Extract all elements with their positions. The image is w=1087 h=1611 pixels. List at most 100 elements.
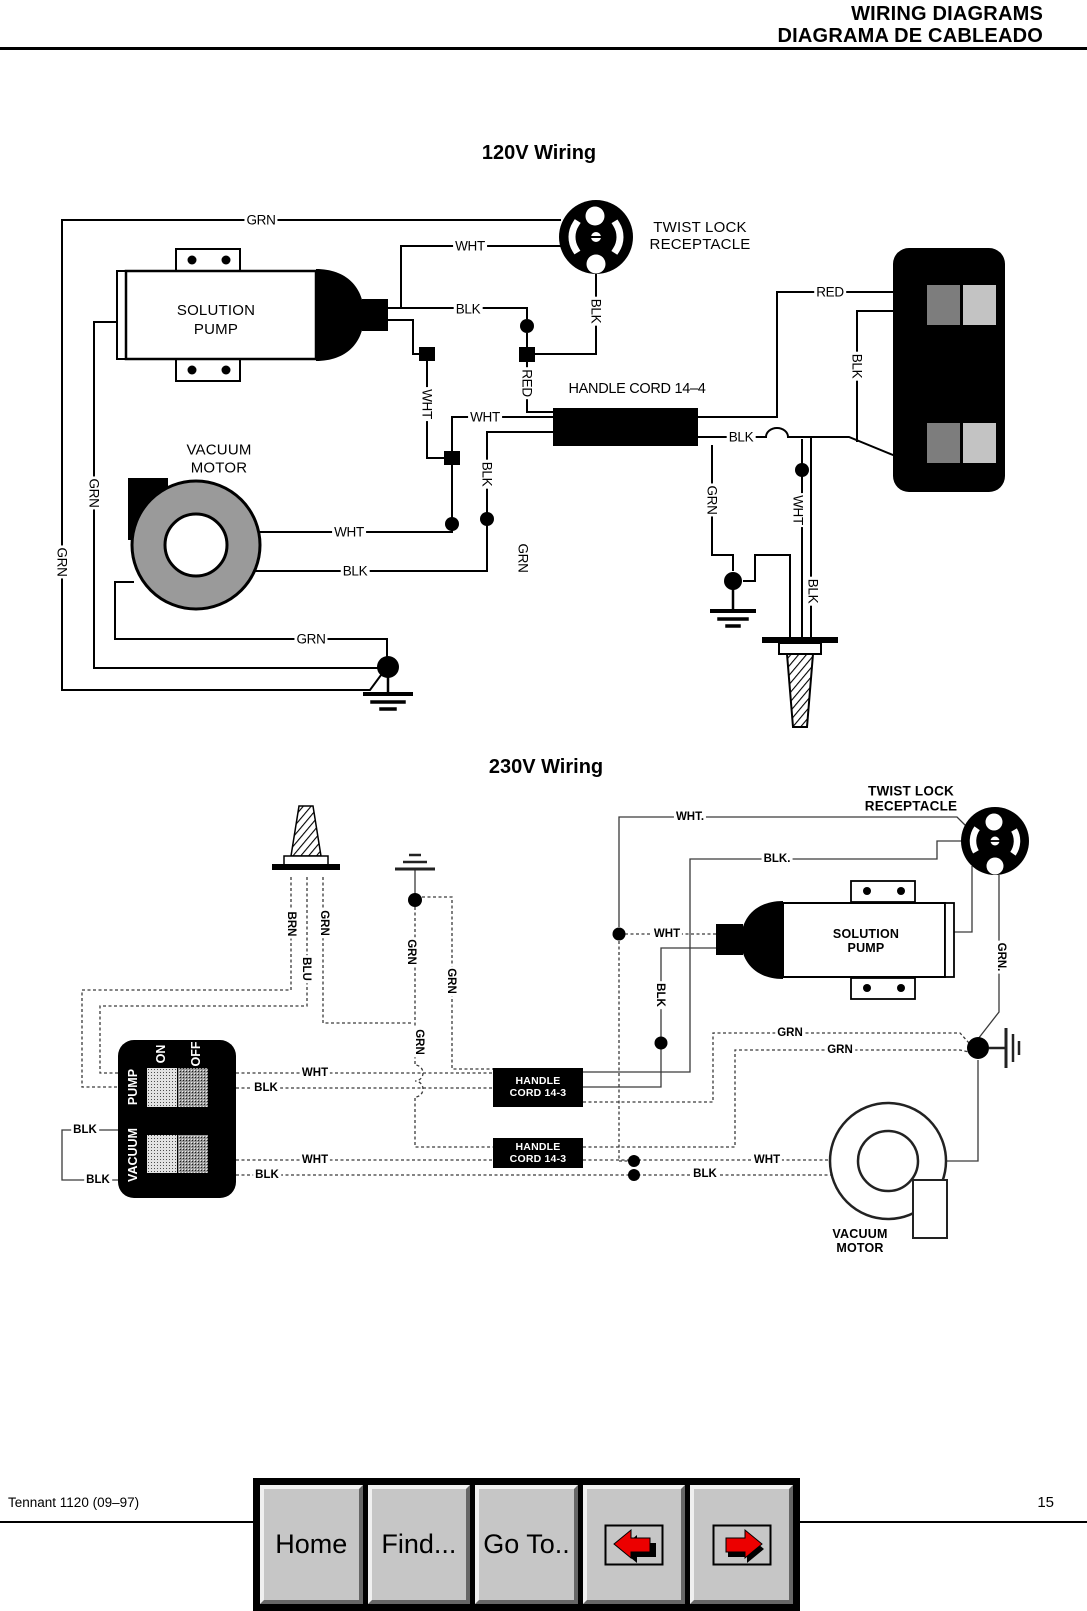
wire-label-grn: GRN	[244, 212, 278, 228]
wire-label-grn: GRN	[825, 1044, 855, 1056]
wire-label-blk: BLK.	[761, 853, 793, 865]
wire-label-blk: BLK	[654, 981, 666, 1009]
switch-label-off: OFF	[189, 1041, 203, 1067]
find-button[interactable]: Find...	[367, 1485, 471, 1604]
handle-cord-label-120v: HANDLE CORD 14–4	[568, 381, 706, 397]
wire-label-blk: BLK	[588, 296, 604, 326]
twist-lock-receptacle-120v	[559, 200, 633, 274]
wire-grn-inner	[93, 321, 378, 669]
diagram-230v	[61, 805, 1029, 1239]
home-button[interactable]: Home	[260, 1485, 363, 1604]
junction-dots-230	[408, 893, 989, 1181]
wire-label-blu: BLU	[300, 955, 312, 983]
wire-label-wht: WHT	[419, 387, 435, 421]
wire-label-grn: GRN	[413, 1027, 425, 1057]
solution-pump-label-120v: SOLUTION PUMP	[176, 302, 256, 338]
solution-pump-label-230v: SOLUTION PUMP	[832, 927, 900, 955]
wire-wht-receptacle-230	[618, 816, 967, 927]
wire-grn-c	[583, 1032, 970, 1103]
wire-label-grn: GRN	[54, 545, 70, 579]
wire-grn-a	[414, 907, 493, 1148]
diagram-230v-title: 230V Wiring	[488, 756, 604, 778]
vacuum-motor-230v	[828, 1101, 948, 1239]
rocker-switch-120v	[893, 248, 1005, 492]
power-cord-grip-230v	[272, 805, 340, 870]
footer-model: Tennant 1120 (09–97)	[8, 1495, 140, 1510]
header-rule	[0, 47, 1087, 50]
wire-label-wht: WHT	[299, 1154, 331, 1166]
power-cord-grip-120v	[762, 637, 838, 728]
wire-label-blk: BLK	[253, 1169, 281, 1181]
page-back-arrow-icon	[604, 1524, 664, 1565]
wire-wht-to-cord	[451, 416, 554, 452]
page-header: WIRING DIAGRAMS DIAGRAMA DE CABLEADO	[778, 3, 1043, 47]
wire-label-grn: GRN	[294, 631, 328, 647]
header-title-es: DIAGRAMA DE CABLEADO	[777, 25, 1043, 47]
wire-blu	[99, 877, 308, 1074]
wire-blk-pump-230	[583, 947, 718, 1088]
handle-cord-block-1-230v	[493, 1068, 583, 1107]
ground-symbol	[363, 588, 756, 711]
wire-label-grn: GRN	[775, 1027, 805, 1039]
goto-button[interactable]: Go To..	[475, 1485, 578, 1604]
solution-pump-230v	[716, 880, 955, 1000]
wire-blk-receptacle-230	[583, 840, 962, 1073]
wire-wht-receptacle	[400, 245, 561, 309]
wire-label-wht: WHT	[332, 524, 366, 540]
wire-wht-motor	[258, 464, 453, 533]
junction-dots	[377, 319, 809, 678]
wire-label-grn: GRN	[515, 541, 531, 575]
wire-blk-motor	[254, 431, 554, 572]
diagram-120v-title: 120V Wiring	[481, 142, 597, 164]
switch-label-pump: PUMP	[126, 1068, 140, 1106]
wire-label-brn: BRN	[285, 909, 297, 939]
wire-label-blk: BLK	[849, 351, 865, 381]
receptacle-label-230v: TWIST LOCK RECEPTACLE	[864, 783, 958, 813]
wire-motor-right	[946, 1060, 979, 1162]
wire-grn-cord-b	[743, 554, 791, 641]
footer-page-number: 15	[1037, 1494, 1054, 1511]
wire-grn-cordgrip	[322, 877, 413, 1024]
page-forward-arrow-icon	[712, 1524, 772, 1565]
twist-lock-receptacle-230v	[961, 807, 1029, 875]
wire-label-grn: GRN	[704, 483, 720, 517]
wire-label-grn: GRN	[318, 908, 330, 938]
page-back-button[interactable]	[582, 1485, 686, 1604]
wire-blk-loop	[61, 1129, 118, 1181]
wire-label-blk: BLK	[71, 1124, 99, 1136]
wire-label-grn: GRN	[86, 476, 102, 510]
handle-cord-label-2: HANDLE CORD 14-3	[509, 1141, 567, 1165]
wire-blk-switch-2	[856, 310, 894, 442]
wire-grn-receptacle-230	[977, 875, 1000, 1040]
wire-label-blk: BLK	[252, 1082, 280, 1094]
solution-pump-120v	[116, 248, 388, 382]
wire-label-grn: GRN	[445, 966, 457, 996]
wire-blk-receptacle	[534, 273, 597, 355]
wire-label-wht: WHT	[468, 409, 502, 425]
wire-label-wht: WHT	[651, 928, 683, 940]
handle-cord-block-2-230v	[493, 1138, 583, 1168]
wire-label-blk: BLK	[479, 459, 495, 489]
vacuum-motor-120v	[128, 478, 262, 611]
wire-label-red: RED	[814, 284, 846, 300]
vacuum-motor-label-120v: VACUUM MOTOR	[186, 441, 252, 477]
wire-label-wht: WHT	[790, 493, 806, 527]
wire-wht-branch	[387, 319, 445, 459]
handle-cord-label-1: HANDLE CORD 14-3	[509, 1075, 567, 1099]
wire-grn-b	[422, 896, 493, 1070]
wire-label-blk: BLK	[726, 429, 756, 445]
wire-blk-pump	[387, 307, 528, 348]
wire-label-blk: BLK	[691, 1168, 719, 1180]
ground-symbol-230	[395, 853, 1021, 1068]
switch-box-230v	[118, 1040, 236, 1198]
page-forward-button[interactable]	[690, 1485, 793, 1604]
wire-label-wht: WHT.	[673, 811, 707, 823]
receptacle-label-120v: TWIST LOCK RECEPTACLE	[649, 219, 751, 253]
wire-label-red: RED	[519, 367, 535, 399]
wire-label-grn: GRN	[405, 937, 417, 967]
wire-label-blk: BLK	[805, 576, 821, 606]
wire-grn-outer	[61, 219, 561, 691]
wire-grn-motor	[114, 581, 388, 657]
wire-brn	[81, 877, 292, 1088]
